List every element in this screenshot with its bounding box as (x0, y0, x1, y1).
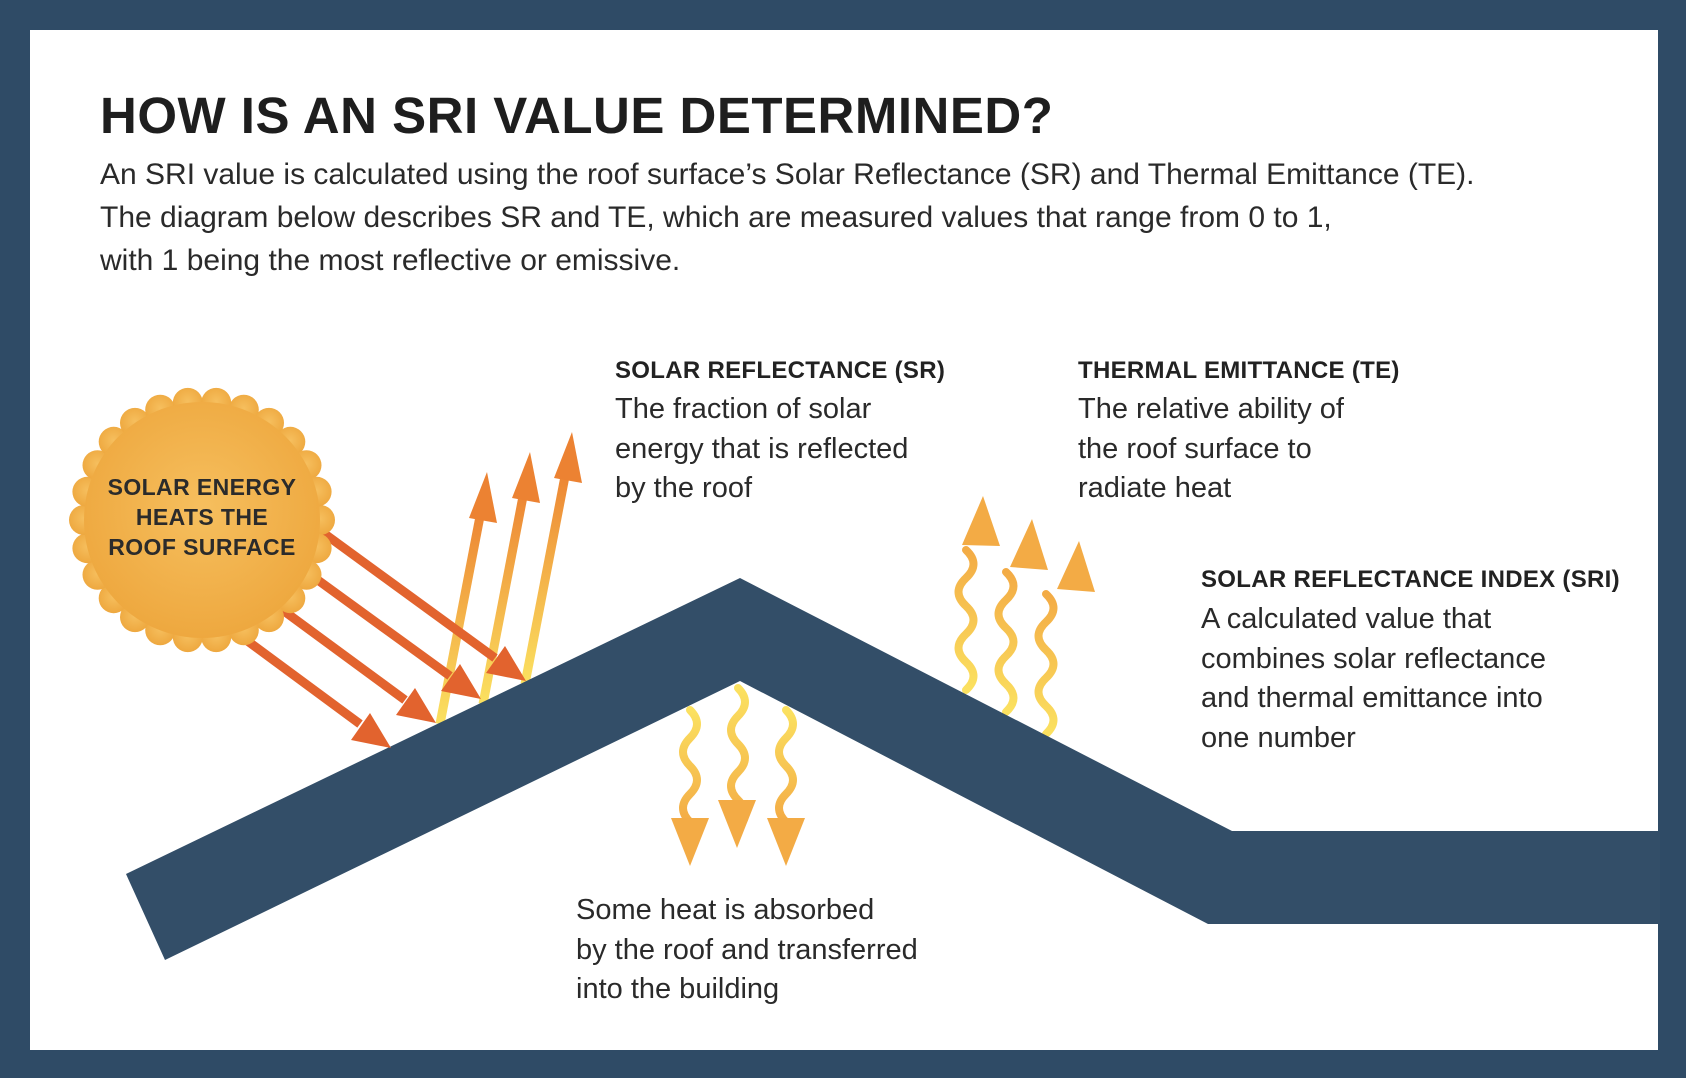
te-line: radiate heat (1078, 472, 1232, 504)
sun-label-line: ROOF SURFACE (108, 534, 296, 560)
page-title: HOW IS AN SRI VALUE DETERMINED? (100, 87, 1054, 144)
sun-icon (69, 387, 335, 653)
intro-line: An SRI value is calculated using the roo… (100, 158, 1475, 191)
sr-description: The fraction of solar energy that is ref… (615, 390, 908, 509)
heat-wave-up-1 (954, 496, 1000, 694)
sri-heading: SOLAR REFLECTANCE INDEX (SRI) (1201, 566, 1620, 593)
roof (126, 578, 1660, 960)
sri-line: combines solar reflectance (1201, 642, 1546, 675)
reflected-arrow-3 (520, 432, 582, 685)
absorbed-line: into the building (576, 973, 780, 1005)
sr-line: by the roof (615, 472, 753, 504)
sri-line: A calculated value that (1201, 603, 1492, 635)
te-heading: THERMAL EMITTANCE (TE) (1078, 357, 1400, 384)
incoming-arrow-2 (266, 596, 436, 723)
te-description: The relative ability of the roof surface… (1078, 390, 1344, 509)
intro-line: The diagram below describes SR and TE, w… (100, 201, 1332, 234)
sri-description: A calculated value that combines solar r… (1201, 600, 1546, 758)
sun-label-line: SOLAR ENERGY (107, 474, 297, 500)
heat-wave-up-3 (1034, 541, 1095, 738)
incoming-arrow-3 (301, 566, 481, 699)
heat-wave-down-2 (718, 684, 756, 848)
incoming-arrow-4 (315, 525, 526, 681)
intro-paragraph: An SRI value is calculated using the roo… (100, 153, 1630, 282)
absorbed-line: by the roof and transferred (576, 933, 918, 966)
te-line: The relative ability of (1078, 393, 1344, 425)
absorbed-line: Some heat is absorbed (576, 894, 875, 926)
incoming-arrow-1 (231, 627, 391, 748)
sri-line: one number (1201, 721, 1356, 754)
sr-heading: SOLAR REFLECTANCE (SR) (615, 357, 946, 384)
sr-line: energy that is reflected (615, 432, 909, 465)
heat-wave-down-3 (767, 706, 805, 866)
intro-line: with 1 being the most reflective or emis… (100, 244, 681, 277)
heat-wave-down-1 (671, 706, 709, 866)
sun-label: SOLAR ENERGY HEATS THE ROOF SURFACE (72, 472, 332, 562)
sri-line: and thermal emittance into (1201, 682, 1543, 714)
te-line: the roof surface to (1078, 432, 1312, 465)
sr-line: The fraction of solar (615, 393, 872, 425)
heat-wave-up-2 (994, 519, 1048, 716)
sun-label-line: HEATS THE (135, 504, 269, 530)
absorbed-description: Some heat is absorbed by the roof and tr… (576, 891, 918, 1010)
